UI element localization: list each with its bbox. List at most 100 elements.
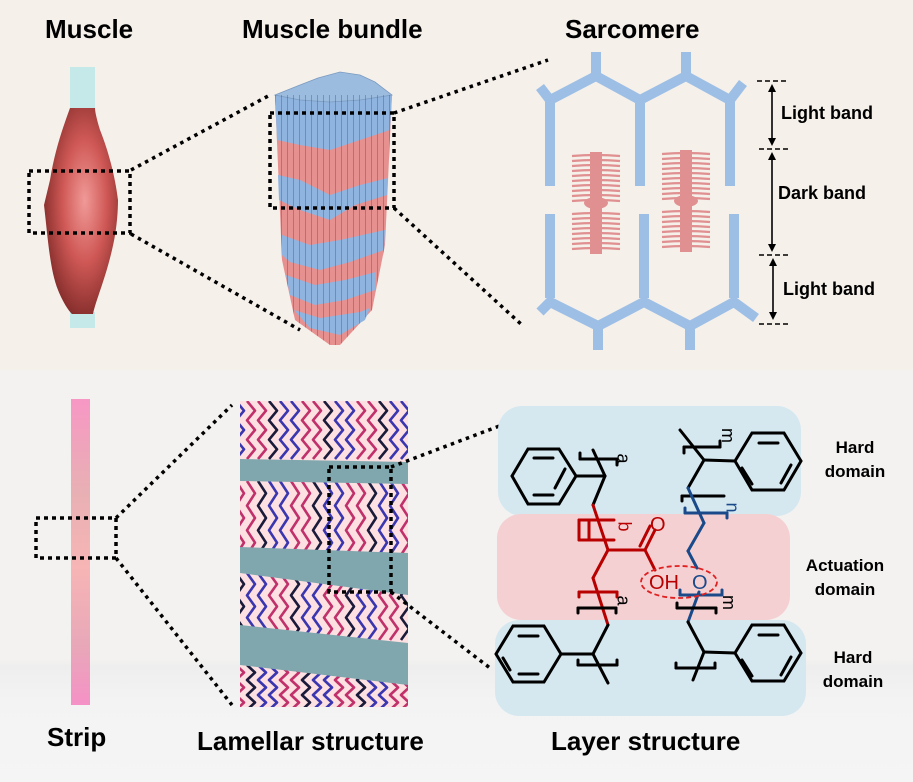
polymer-chain bbox=[256, 664, 268, 707]
label-hard-domain-bottom: Hard domain bbox=[818, 646, 888, 694]
hard-domain-top-region bbox=[498, 406, 801, 516]
subscript-a-bottom: a bbox=[613, 595, 634, 606]
label-line: domain bbox=[814, 580, 876, 599]
polymer-chain bbox=[245, 664, 257, 707]
polymer-chain bbox=[311, 480, 323, 556]
title-muscle: Muscle bbox=[45, 14, 134, 44]
polymer-chain bbox=[289, 401, 301, 460]
actuation-domain-region bbox=[497, 514, 790, 620]
subscript-m-bottom: m bbox=[719, 595, 739, 610]
polymer-structure-right bbox=[674, 428, 803, 683]
zoom-line bbox=[389, 590, 492, 670]
hard-plate bbox=[240, 547, 408, 595]
polymer-chain bbox=[278, 401, 290, 460]
subscript-b: b bbox=[614, 521, 635, 532]
label-line: domain bbox=[824, 462, 886, 481]
polymer-chain bbox=[267, 664, 279, 707]
polymer-chain bbox=[300, 401, 312, 460]
polymer-chain bbox=[366, 480, 378, 556]
tendon-top bbox=[70, 67, 95, 109]
carbonyl-oxygen: O bbox=[650, 514, 666, 536]
polymer-chain bbox=[355, 480, 367, 556]
hydrogen-bond-highlight bbox=[640, 565, 718, 599]
myosin-filament bbox=[571, 152, 621, 254]
polymer-chain bbox=[240, 484, 246, 552]
title-muscle-bundle: Muscle bundle bbox=[242, 14, 423, 44]
label-hard-domain-top: Hard domain bbox=[820, 436, 890, 484]
polymer-chain bbox=[278, 572, 290, 641]
polymer-chain bbox=[300, 480, 312, 556]
polymer-chain bbox=[377, 401, 389, 460]
band-markers bbox=[757, 80, 790, 325]
title-lamellar-structure: Lamellar structure bbox=[197, 726, 424, 756]
polymer-chain bbox=[267, 480, 279, 556]
zoom-line bbox=[390, 423, 503, 469]
polymer-chain bbox=[344, 480, 356, 556]
subscript-m-top: m bbox=[718, 428, 738, 443]
phenyl-ring bbox=[733, 431, 803, 492]
hard-domain-bottom-region bbox=[495, 620, 806, 716]
polymer-chain bbox=[245, 401, 257, 460]
polymer-chain bbox=[388, 480, 400, 556]
polymer-chain bbox=[240, 666, 246, 707]
polymer-chain bbox=[344, 401, 356, 460]
hydroxyl-group: OH bbox=[649, 572, 679, 594]
polymer-chain bbox=[377, 480, 389, 556]
label-line: Hard bbox=[835, 438, 875, 457]
polymer-chain bbox=[289, 572, 301, 641]
sarcomere-illustration bbox=[536, 52, 759, 350]
polymer-chain bbox=[355, 401, 367, 460]
title-layer-structure: Layer structure bbox=[551, 726, 741, 756]
title-strip: Strip bbox=[47, 722, 107, 752]
polymer-chain bbox=[289, 480, 301, 556]
polymer-chain bbox=[256, 480, 268, 556]
muscle-belly bbox=[44, 108, 118, 314]
zoom-line bbox=[114, 403, 234, 520]
tendon-bottom bbox=[70, 312, 95, 328]
polymer-chain bbox=[267, 401, 279, 460]
zoom-line bbox=[130, 232, 301, 332]
label-light-band-bottom: Light band bbox=[783, 279, 875, 299]
polymer-chain bbox=[278, 480, 290, 556]
zoom-line bbox=[114, 556, 234, 707]
hard-plate bbox=[240, 459, 408, 484]
label-line: domain bbox=[822, 672, 884, 691]
label-line: Actuation bbox=[805, 556, 885, 575]
phenyl-ring bbox=[733, 623, 803, 683]
subscript-n: n bbox=[722, 502, 743, 513]
zoom-line bbox=[393, 58, 549, 115]
polymer-chain bbox=[311, 572, 323, 641]
bundle-zoom-box bbox=[268, 111, 396, 210]
polymer-chain bbox=[256, 401, 268, 460]
lamellar-zoom-box bbox=[327, 465, 393, 594]
hard-plate bbox=[240, 625, 408, 685]
arrow-heads bbox=[768, 84, 777, 320]
title-sarcomere: Sarcomere bbox=[565, 14, 700, 44]
label-light-band-top: Light band bbox=[781, 103, 873, 123]
muscle-illustration bbox=[44, 67, 118, 328]
polymer-chain bbox=[333, 401, 345, 460]
myosin-filament bbox=[661, 150, 711, 252]
polymer-chain bbox=[333, 480, 345, 556]
strip-zoom-box bbox=[34, 516, 118, 560]
polymer-chain bbox=[289, 664, 301, 707]
polymer-chain bbox=[278, 664, 290, 707]
polymer-chain bbox=[322, 480, 334, 556]
strip-sample bbox=[71, 399, 90, 705]
label-line: Hard bbox=[833, 648, 873, 667]
ether-oxygen: O bbox=[692, 572, 708, 594]
label-dark-band: Dark band bbox=[778, 183, 867, 203]
polymer-chain bbox=[311, 401, 323, 460]
label-actuation-domain: Actuation domain bbox=[795, 554, 895, 602]
polymer-chain bbox=[245, 480, 257, 556]
zoom-line bbox=[392, 206, 524, 327]
polymer-chain bbox=[366, 401, 378, 460]
polymer-chain bbox=[322, 401, 334, 460]
polymer-chain bbox=[240, 403, 246, 457]
polymer-chain bbox=[300, 572, 312, 641]
polymer-chain bbox=[388, 401, 400, 460]
polymer-structure-left bbox=[494, 447, 657, 685]
muscle-zoom-box bbox=[27, 169, 132, 235]
lamellar-illustration bbox=[240, 401, 408, 707]
